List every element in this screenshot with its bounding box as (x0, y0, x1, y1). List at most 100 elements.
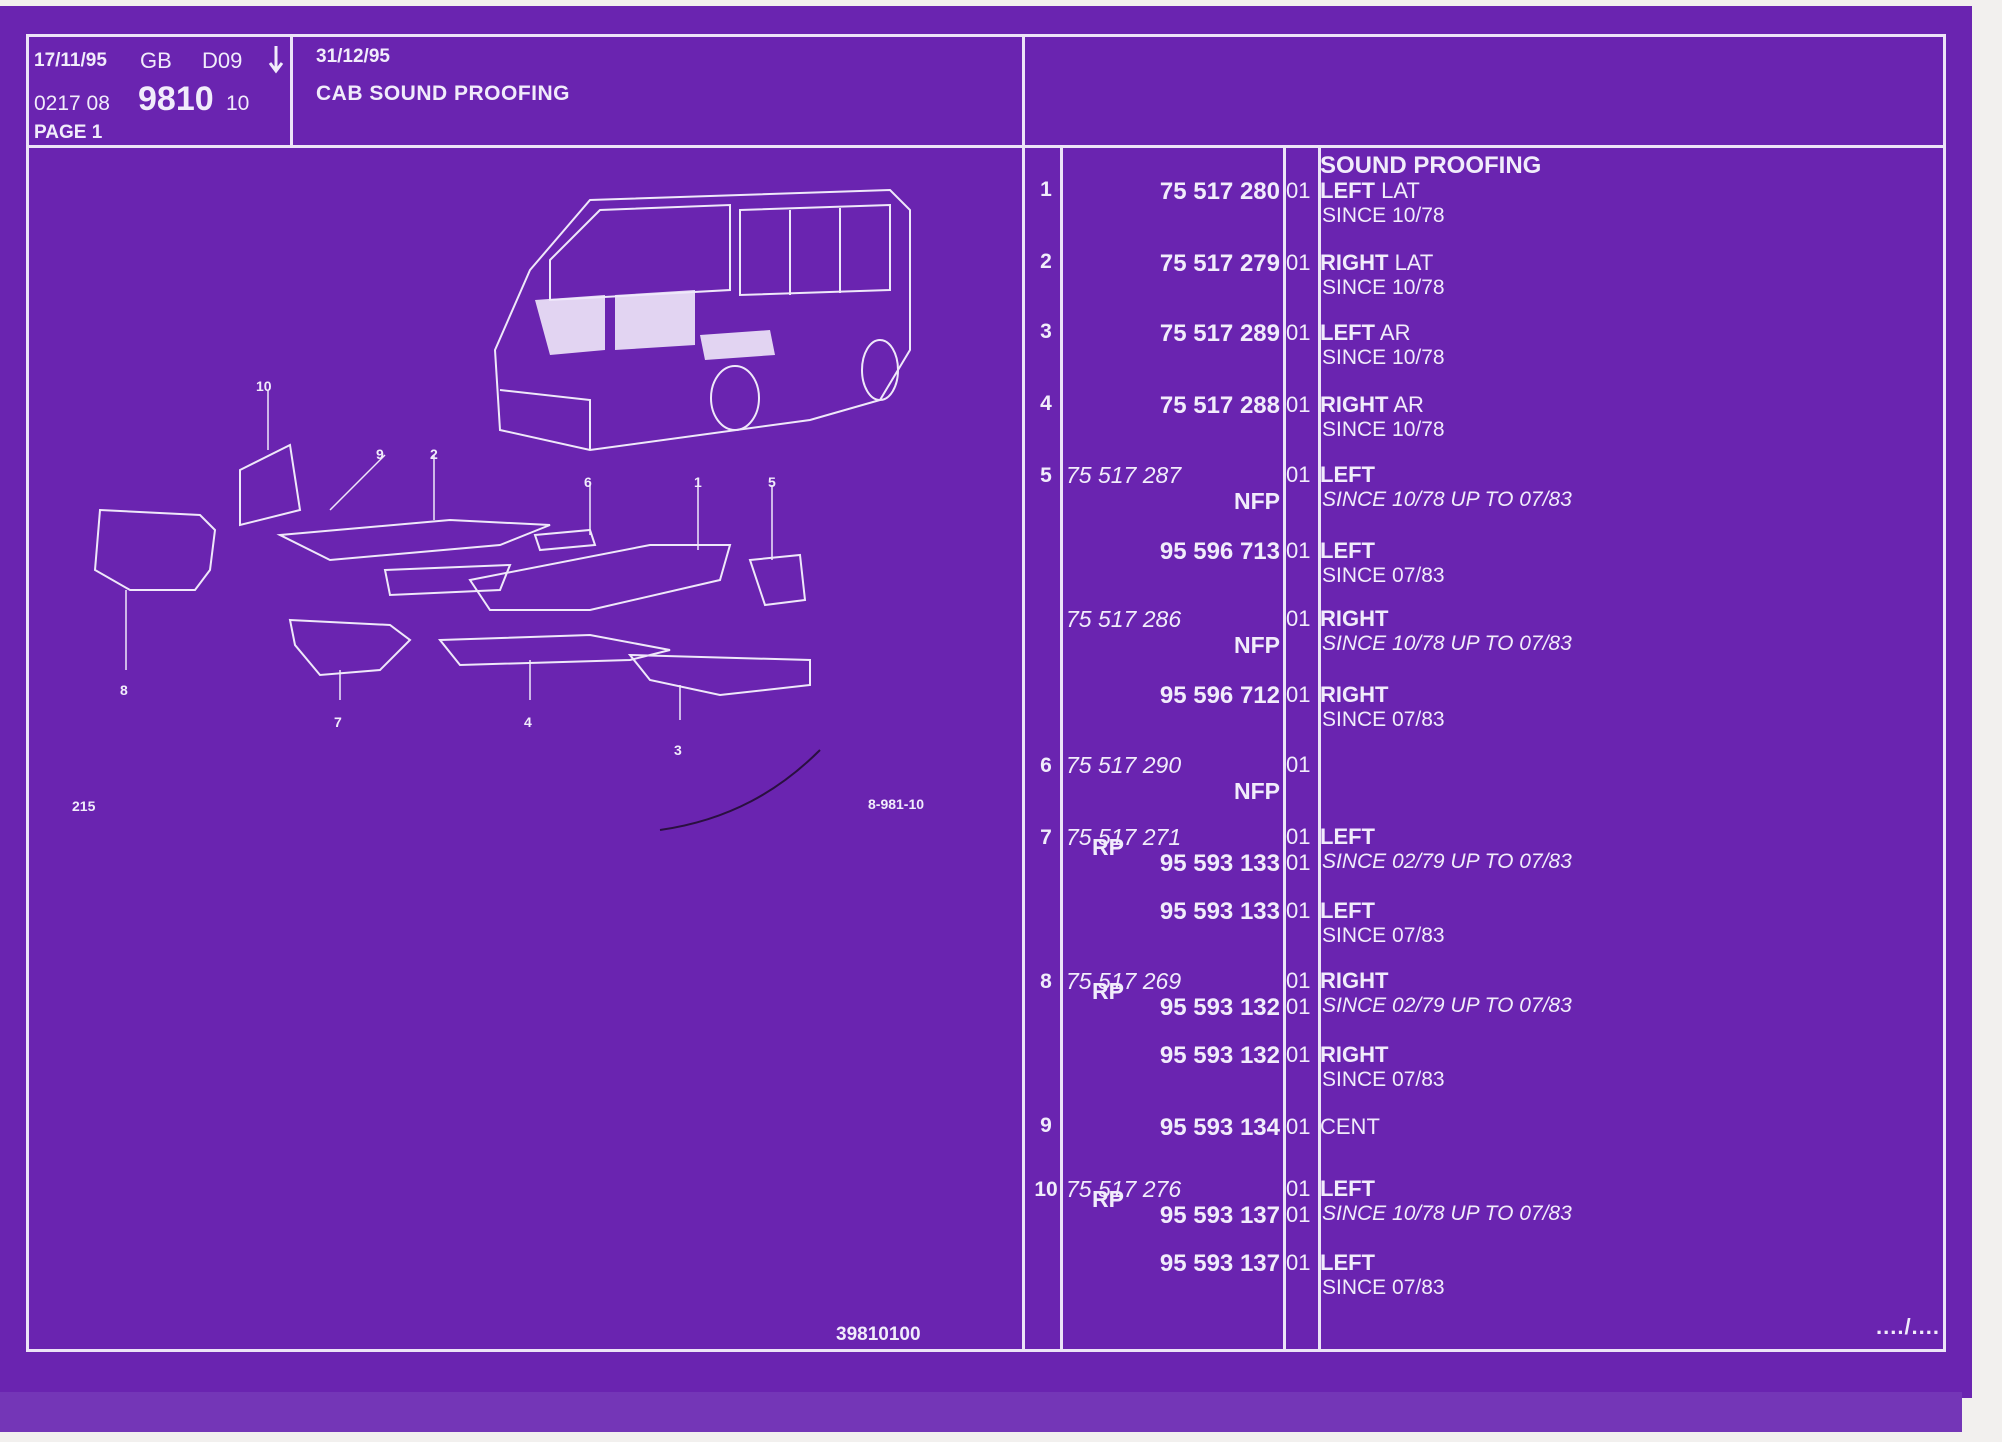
callout-1: 1 (694, 474, 702, 490)
item-number: 9 (1040, 1114, 1052, 1137)
position-label: CENT (1320, 1114, 1380, 1139)
superseded-part-number: 75 517 286 (1066, 606, 1182, 632)
item-number: 10 (1034, 1178, 1058, 1201)
position-label: LAT (1388, 250, 1434, 275)
validity-period: SINCE 10/78 (1322, 276, 1445, 299)
position-label: AR (1388, 392, 1424, 417)
quantity: 01 (1286, 462, 1311, 487)
callout-9: 9 (376, 446, 384, 462)
callout-5: 5 (768, 474, 776, 490)
quantity: 01 (1286, 824, 1311, 849)
side-label: LEFT (1320, 178, 1375, 203)
part-number: 95 596 712 (1159, 682, 1280, 709)
sheet-edge (0, 1392, 1962, 1432)
part-number: 95 593 134 (1159, 1114, 1280, 1141)
panel-6 (533, 528, 597, 552)
superseded-part-number: 75 517 269 (1066, 968, 1182, 994)
callout-8: 8 (120, 682, 128, 698)
panel-1 (468, 544, 732, 611)
position-label: AR (1375, 320, 1411, 345)
callout-7: 7 (334, 714, 342, 730)
part-number: 75 517 279 (1159, 250, 1280, 277)
replacement-marker: RP (1092, 1186, 1124, 1212)
panel-3 (627, 653, 811, 697)
part-description: LEFT (1320, 538, 1375, 564)
drawing-divider (1022, 36, 1025, 1352)
side-label: LEFT (1320, 1250, 1375, 1275)
item-number: 4 (1040, 392, 1052, 415)
header-page: PAGE 1 (34, 122, 103, 143)
index-column-line (1060, 148, 1063, 1352)
qty-column-line (1318, 148, 1321, 1352)
callout-2: 2 (430, 446, 438, 462)
drawing-right-ref: 8-981-10 (868, 796, 925, 812)
side-label: RIGHT (1320, 1042, 1389, 1067)
part-number: 95 593 133 (1159, 898, 1280, 925)
validity-period: SINCE 07/83 (1322, 708, 1445, 731)
callout-6: 6 (584, 474, 592, 490)
part-description: RIGHT LAT (1320, 250, 1433, 276)
header-bottom-line (26, 145, 1946, 148)
part-number: 95 596 713 (1159, 538, 1280, 565)
item-number: 8 (1040, 970, 1052, 993)
header-ref-prefix: 0217 08 (34, 92, 110, 115)
header-code: D09 (202, 48, 243, 73)
part-description: LEFT (1320, 898, 1375, 924)
validity-period: SINCE 07/83 (1322, 564, 1445, 587)
part-description: RIGHT (1320, 606, 1388, 632)
header-ref-suffix: 10 (226, 92, 250, 115)
item-number: 3 (1040, 320, 1052, 343)
quantity: 01 (1286, 538, 1311, 563)
part-column-line (1283, 148, 1286, 1352)
part-description: LEFT (1320, 462, 1375, 488)
exploded-view-drawing (93, 188, 911, 831)
quantity: 01 (1286, 320, 1311, 345)
callout-4: 4 (524, 714, 532, 730)
validity-period: SINCE 10/78 (1322, 204, 1445, 227)
quantity: 01 (1286, 250, 1311, 275)
part-description: LEFT AR (1320, 320, 1410, 346)
validity-period: SINCE 10/78 UP TO 07/83 (1322, 488, 1572, 511)
page-title: CAB SOUND PROOFING (316, 82, 571, 105)
nfp-marker: NFP (1234, 632, 1280, 658)
callout-3: 3 (674, 742, 682, 758)
validity-period: SINCE 02/79 UP TO 07/83 (1322, 850, 1572, 873)
callout-10: 10 (256, 378, 272, 394)
part-number: 95 593 137 (1159, 1250, 1280, 1277)
quantity-replacement: 01 (1286, 994, 1311, 1019)
quantity: 01 (1286, 1114, 1311, 1139)
item-number: 5 (1040, 464, 1052, 487)
part-description: RIGHT (1320, 682, 1388, 708)
superseded-part-number: 75 517 290 (1066, 752, 1182, 778)
part-description: LEFT LAT (1320, 178, 1420, 204)
part-number: 95 593 132 (1159, 994, 1280, 1021)
quantity: 01 (1286, 968, 1311, 993)
item-number: 1 (1040, 178, 1052, 201)
part-description: CENT (1320, 1114, 1380, 1140)
quantity: 01 (1286, 752, 1311, 777)
side-label: LEFT (1320, 320, 1375, 345)
quantity: 01 (1286, 1042, 1311, 1067)
drawing-left-ref: 215 (72, 798, 96, 814)
part-description: RIGHT AR (1320, 392, 1424, 418)
item-number: 2 (1040, 250, 1052, 273)
validity-period: SINCE 10/78 UP TO 07/83 (1322, 1202, 1572, 1225)
part-number: 95 593 137 (1159, 1202, 1280, 1229)
validity-period: SINCE 10/78 (1322, 346, 1445, 369)
sheet-frame (26, 34, 1946, 1352)
quantity-replacement: 01 (1286, 1202, 1311, 1227)
continuation-mark: ..../.... (1876, 1314, 1941, 1339)
side-label: LEFT (1320, 824, 1375, 849)
quantity: 01 (1286, 898, 1311, 923)
panel-8 (93, 508, 217, 591)
validity-period: SINCE 02/79 UP TO 07/83 (1322, 994, 1572, 1017)
header-validity-date: 31/12/95 (316, 46, 390, 67)
